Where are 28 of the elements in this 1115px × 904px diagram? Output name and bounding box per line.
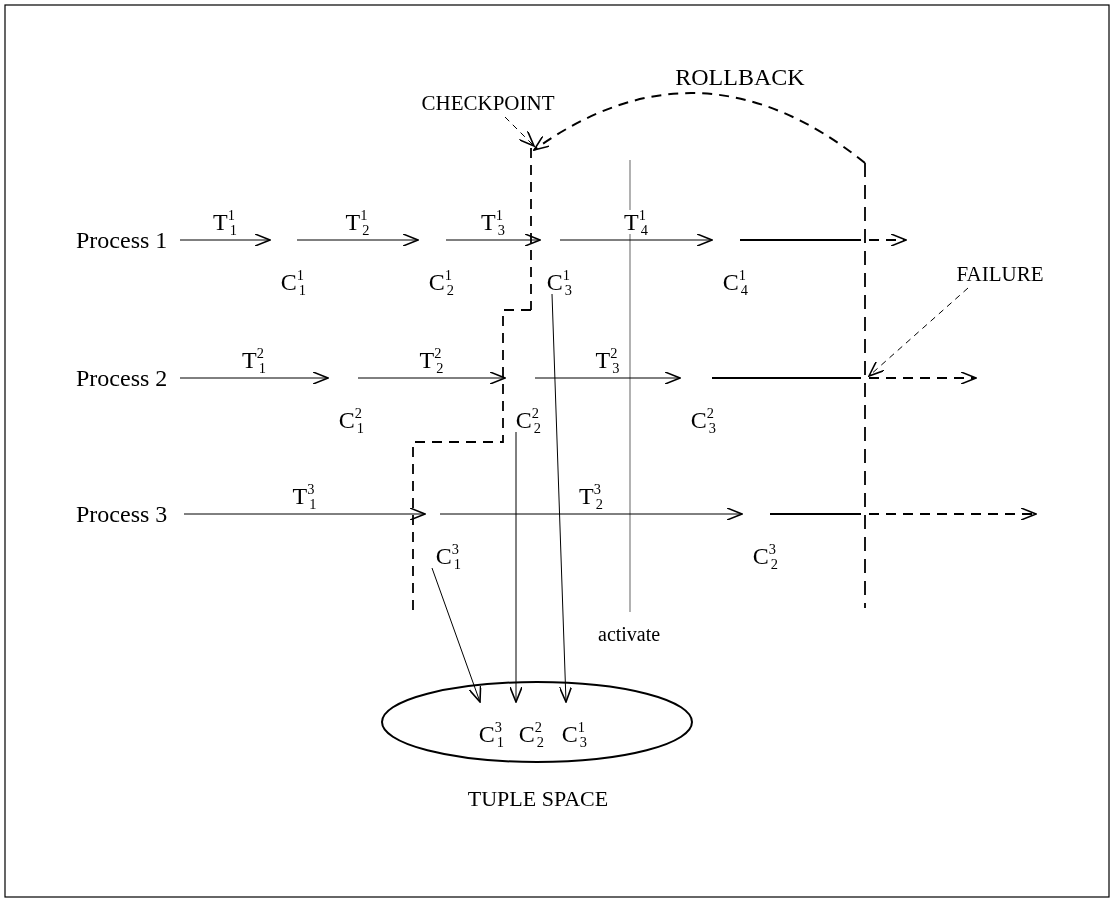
line-label: activate <box>598 624 661 644</box>
arrow <box>296 233 419 247</box>
arrow <box>534 371 681 385</box>
arrow <box>445 233 541 247</box>
arrow <box>509 431 523 703</box>
arrow <box>179 371 329 385</box>
arrow <box>868 507 1037 521</box>
arrow <box>868 371 977 385</box>
callout-text: FAILURE <box>956 264 1044 285</box>
arrow <box>533 92 866 164</box>
line <box>711 377 862 379</box>
arrow <box>559 233 713 247</box>
callout-text: CHECKPOINT <box>421 93 555 114</box>
arrow <box>868 233 907 247</box>
line <box>769 513 862 515</box>
process-label: Process 2 <box>76 366 168 390</box>
arrow <box>439 507 743 521</box>
arrow <box>551 293 573 703</box>
space-title: TUPLE SPACE <box>466 788 610 810</box>
arrow <box>504 116 535 147</box>
line <box>739 239 862 241</box>
arrow <box>183 507 426 521</box>
arrow <box>179 233 271 247</box>
process-label: Process 3 <box>76 502 168 526</box>
arrow <box>431 567 482 703</box>
arrow <box>868 287 969 377</box>
process-label: Process 1 <box>76 228 168 252</box>
arrow <box>357 371 506 385</box>
